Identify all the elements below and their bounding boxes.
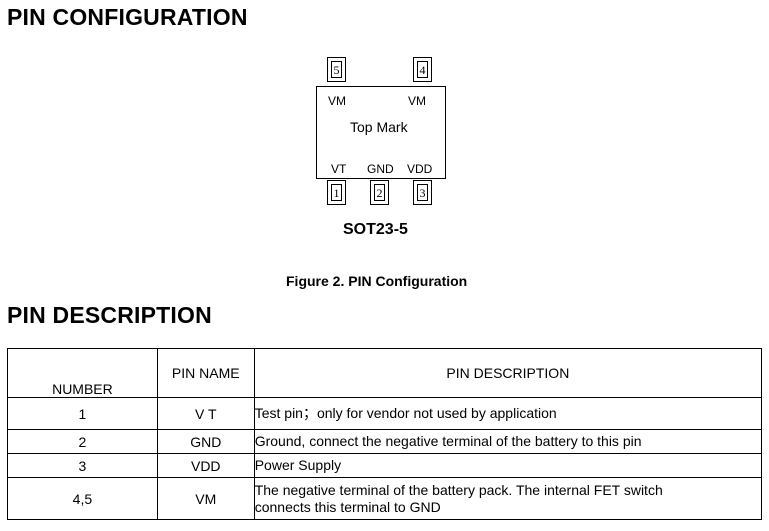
pin-description-table: NUMBER PIN NAME PIN DESCRIPTION 1 V T Te… bbox=[7, 348, 763, 520]
row-number: 4,5 bbox=[7, 477, 158, 520]
pin-description-heading: PIN DESCRIPTION bbox=[7, 302, 212, 328]
figure-caption: Figure 2. PIN Configuration bbox=[286, 273, 468, 289]
pin-configuration-heading: PIN CONFIGURATION bbox=[7, 4, 248, 30]
pin-3-number: 3 bbox=[417, 184, 428, 201]
pin-3: 3 bbox=[413, 180, 432, 205]
pin-4: 4 bbox=[413, 57, 432, 82]
package-body bbox=[316, 86, 446, 179]
top-mark-label: Top Mark bbox=[350, 119, 408, 135]
row-pin-name: VDD bbox=[156, 453, 255, 478]
row-description-line: connects this terminal to GND bbox=[254, 498, 441, 515]
row-description: Ground, connect the negative terminal of… bbox=[253, 429, 763, 454]
pin-2-label: GND bbox=[367, 162, 394, 176]
table-row: 2 GND Ground, connect the negative termi… bbox=[7, 429, 763, 454]
row-description: The negative terminal of the battery pac… bbox=[253, 477, 763, 520]
package-name: SOT23-5 bbox=[343, 221, 408, 238]
pin-5: 5 bbox=[327, 57, 346, 82]
table-header-row: NUMBER PIN NAME PIN DESCRIPTION bbox=[7, 348, 763, 398]
table-row: 3 VDD Power Supply bbox=[7, 453, 763, 478]
pin-4-label: VM bbox=[408, 94, 426, 108]
pin-5-number: 5 bbox=[331, 61, 342, 78]
table-row: 4,5 VM The negative terminal of the batt… bbox=[7, 477, 763, 520]
pin-3-label: VDD bbox=[407, 162, 433, 176]
pin-1-number: 1 bbox=[331, 184, 342, 201]
pin-1: 1 bbox=[327, 180, 346, 205]
pin-1-label: VT bbox=[331, 162, 347, 176]
row-pin-name: GND bbox=[156, 429, 255, 454]
pin-5-label: VM bbox=[328, 94, 346, 108]
row-number: 1 bbox=[7, 397, 158, 430]
row-description: Power Supply bbox=[253, 453, 763, 478]
row-description-line: The negative terminal of the battery pac… bbox=[254, 481, 663, 498]
pin-2: 2 bbox=[370, 180, 389, 205]
header-pin-description: PIN DESCRIPTION bbox=[253, 348, 763, 398]
row-pin-name: V T bbox=[156, 397, 255, 430]
pin-2-number: 2 bbox=[374, 184, 385, 201]
row-description: Test pin；only for vendor not used by app… bbox=[253, 397, 763, 430]
row-pin-name: VM bbox=[156, 477, 255, 520]
table-row: 1 V T Test pin；only for vendor not used … bbox=[7, 397, 763, 430]
row-number: 2 bbox=[7, 429, 158, 454]
header-number: NUMBER bbox=[7, 348, 158, 398]
row-number: 3 bbox=[7, 453, 158, 478]
pin-4-number: 4 bbox=[417, 61, 428, 78]
header-pin-name: PIN NAME bbox=[156, 348, 255, 398]
